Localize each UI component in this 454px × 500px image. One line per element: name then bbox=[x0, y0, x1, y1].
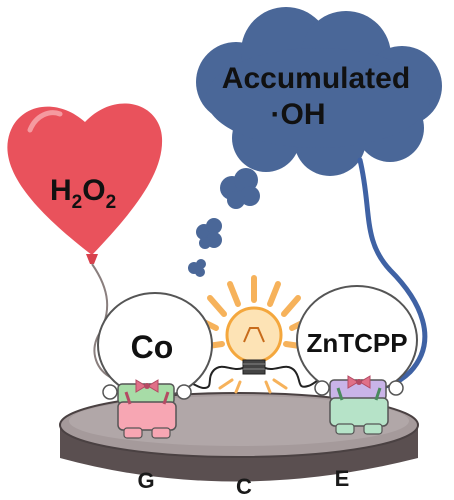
balloon-label-sub2: 2 bbox=[106, 192, 117, 213]
cloud-icon bbox=[196, 7, 442, 176]
cloud-label-line-2: ·OH bbox=[271, 98, 326, 131]
cloud-label-line-1: Accumulated bbox=[222, 62, 410, 95]
small-cloud-puff-medium bbox=[196, 218, 222, 249]
balloon-label-h: H bbox=[50, 174, 72, 207]
electrode-letter-g: G bbox=[137, 468, 154, 493]
cloud-string bbox=[357, 157, 428, 389]
balloon-label-o: O bbox=[82, 174, 105, 207]
right-character bbox=[296, 285, 418, 435]
balloon-label: H2O2 bbox=[50, 174, 116, 213]
electrode-letter-e: E bbox=[335, 466, 350, 491]
left-character bbox=[97, 292, 213, 439]
light-bulb-icon bbox=[197, 275, 311, 394]
right-character-label: ZnTCPP bbox=[306, 328, 407, 358]
balloon-label-sub1: 2 bbox=[72, 192, 83, 213]
small-cloud-puff-large bbox=[220, 168, 260, 209]
small-cloud-puff-small bbox=[188, 259, 206, 277]
heart-balloon-icon bbox=[7, 103, 163, 264]
electrode-letter-c: C bbox=[236, 474, 252, 499]
left-character-label: Co bbox=[131, 329, 174, 365]
